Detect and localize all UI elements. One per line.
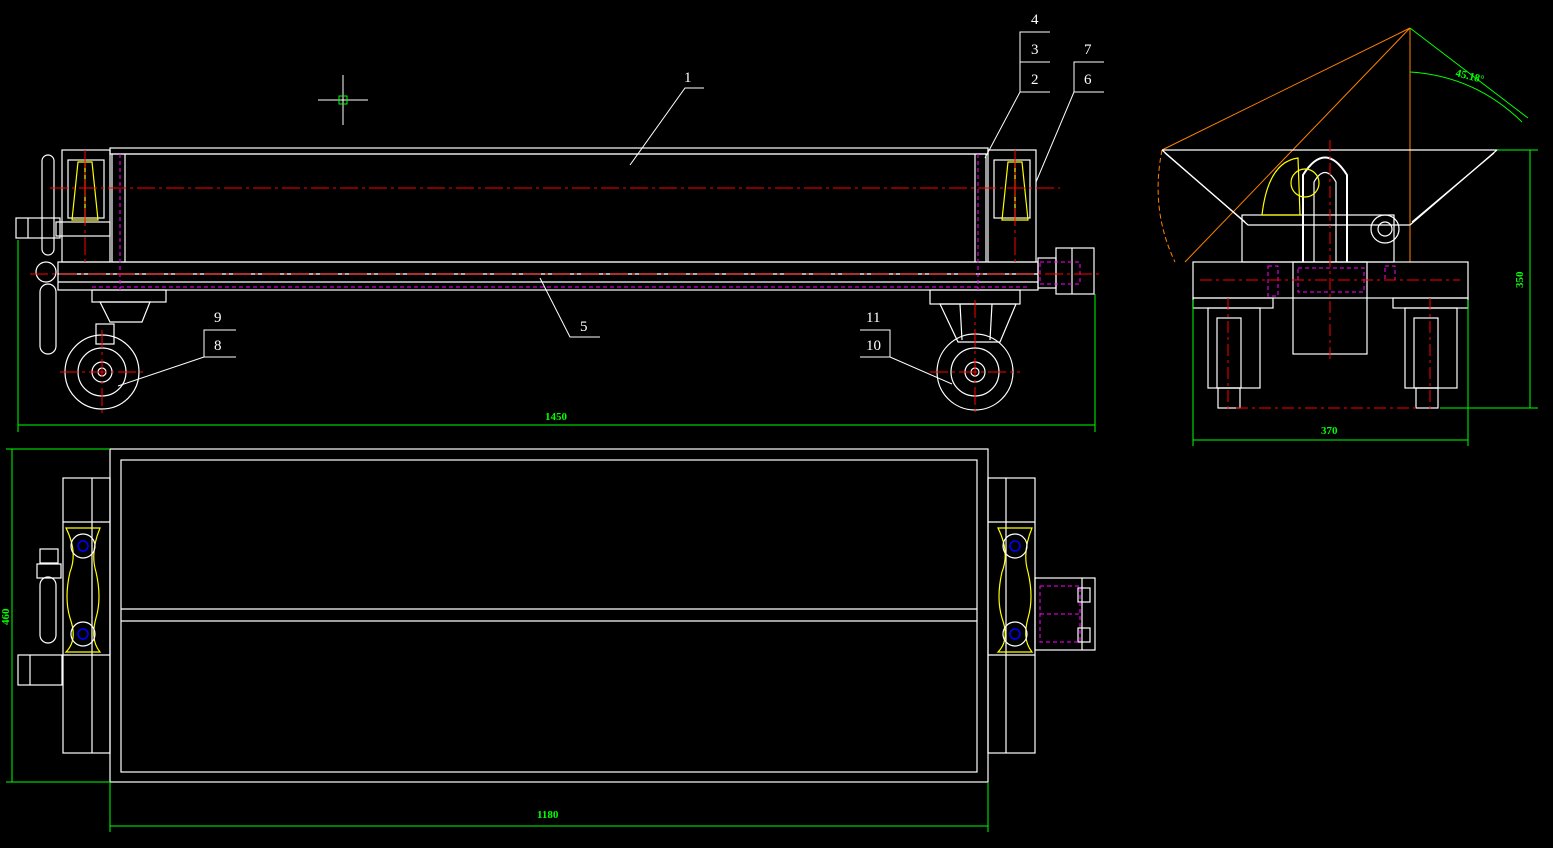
plan-right-roller	[996, 527, 1034, 653]
callout-8: 8	[214, 338, 222, 354]
left-pivot	[35, 261, 57, 283]
side-roller	[1370, 214, 1400, 244]
callout-labels: 1 4 3 2 7 6 5 9 8 11 10	[214, 12, 1092, 354]
side-view-hidden	[1267, 265, 1396, 297]
callout-1: 1	[684, 70, 692, 86]
dimension-front-length	[17, 240, 1096, 432]
plan-left-bolt	[17, 654, 63, 686]
side-lifting-loop	[1302, 156, 1348, 262]
callout-11: 11	[866, 310, 880, 326]
leader-2-4	[984, 31, 1050, 159]
left-lever-lower	[39, 283, 57, 355]
left-lever-upper	[41, 154, 55, 256]
plan-view	[17, 448, 1096, 783]
plan-right-frame	[987, 477, 1036, 754]
callout-7: 7	[1084, 42, 1092, 58]
leader-8-9	[117, 329, 236, 387]
left-bolt	[15, 217, 61, 239]
leader-10-11	[860, 329, 953, 385]
front-view	[15, 147, 1095, 355]
plan-right-connector	[1034, 577, 1096, 651]
right-bracket-inner	[993, 159, 1031, 219]
hidden-right-connector	[1039, 261, 1081, 285]
side-view-construction	[1157, 27, 1411, 263]
dimension-plan-length-value: 1180	[537, 809, 559, 821]
left-caster-stem	[95, 323, 115, 345]
left-bracket-inner	[67, 159, 105, 219]
side-left-caster	[1207, 307, 1261, 389]
callout-10: 10	[866, 338, 881, 354]
side-right-caster	[1404, 307, 1458, 389]
right-caster-fork-line1	[959, 303, 963, 341]
dimension-plan-width	[6, 448, 110, 783]
side-view-centerlines	[1200, 140, 1460, 410]
cad-cursor-crosshair	[318, 75, 368, 125]
plan-tray-outer	[109, 448, 989, 783]
dimension-side-width	[1192, 300, 1469, 446]
callout-4: 4	[1031, 12, 1039, 28]
leader-5	[539, 277, 600, 338]
side-support	[1241, 214, 1395, 263]
plan-rollers	[64, 527, 1034, 653]
dimension-plan-length	[109, 782, 989, 832]
callout-9: 9	[214, 310, 222, 326]
tray-body	[109, 147, 989, 155]
leader-1	[629, 87, 704, 166]
dimension-front-length-value: 1450	[545, 411, 568, 423]
plan-hidden-lines	[1039, 585, 1081, 643]
left-roller-yoke	[71, 161, 99, 221]
callout-3: 3	[1031, 42, 1039, 58]
dimension-plan-width-value: 460	[0, 608, 12, 625]
plan-left-handle	[39, 576, 57, 644]
leader-6-7	[1035, 61, 1104, 183]
tray-side	[111, 153, 987, 263]
dimension-side-width-value: 370	[1321, 425, 1338, 437]
plan-roller-details	[77, 540, 1021, 640]
side-view-parts	[1261, 157, 1320, 216]
plan-tray-inner	[120, 459, 978, 773]
front-view-centerlines	[30, 150, 1100, 414]
right-connector-cap	[1055, 247, 1095, 295]
right-caster-fork-line2	[989, 303, 993, 341]
dimension-tilt-angle-value: 45.18°	[1454, 67, 1485, 86]
front-view-hidden-lines	[92, 154, 1081, 290]
right-bracket	[987, 149, 1037, 263]
dimension-tilt-angle	[1409, 27, 1529, 123]
callout-5: 5	[580, 319, 588, 335]
plan-left-frame	[62, 477, 111, 754]
right-roller-yoke	[1001, 161, 1029, 221]
left-caster-fork	[99, 301, 151, 323]
callout-leaders	[117, 31, 1104, 387]
left-bracket	[61, 149, 111, 263]
base-frame	[57, 261, 1039, 275]
dimension-side-height	[1440, 149, 1538, 409]
right-caster-fork	[939, 303, 1017, 343]
plan-left-roller	[64, 527, 102, 653]
callout-2: 2	[1031, 72, 1039, 88]
dimension-side-height-value: 350	[1514, 271, 1526, 288]
left-bolt-plate	[55, 221, 111, 237]
left-caster-plate	[91, 289, 167, 303]
callout-6: 6	[1084, 72, 1092, 88]
